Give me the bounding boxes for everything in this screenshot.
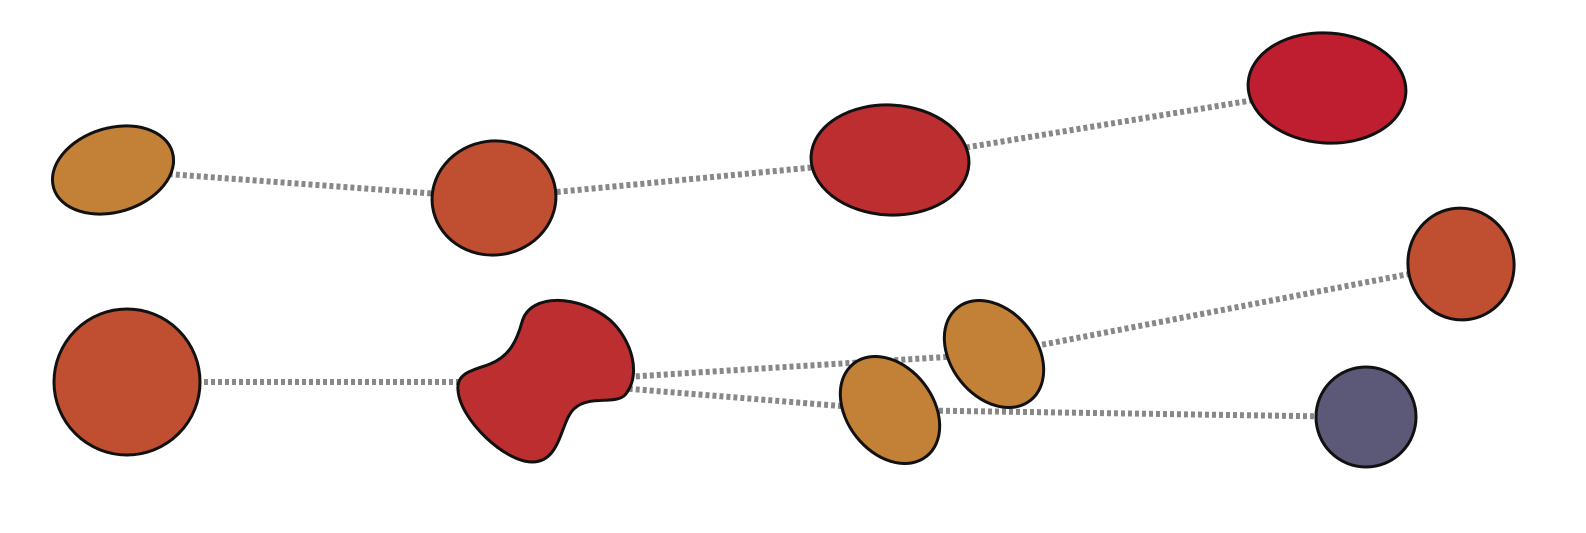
- node-n1: [50, 124, 176, 216]
- nodes-layer: [50, 31, 1516, 469]
- node-n2: [430, 139, 558, 257]
- edge-n7-n9: [993, 261, 1462, 357]
- node-n6: [456, 299, 635, 464]
- node-n9: [1406, 206, 1516, 322]
- node-n3: [809, 103, 971, 217]
- node-n8: [838, 354, 942, 466]
- edge-n6-n7: [544, 351, 995, 385]
- edge-n8-n10: [889, 407, 1367, 420]
- edges-layer: [112, 85, 1462, 420]
- node-n5: [52, 307, 202, 457]
- edge-n1-n2: [112, 167, 495, 201]
- node-n10: [1314, 365, 1418, 469]
- node-n4: [1246, 31, 1408, 145]
- node-n7: [942, 298, 1046, 410]
